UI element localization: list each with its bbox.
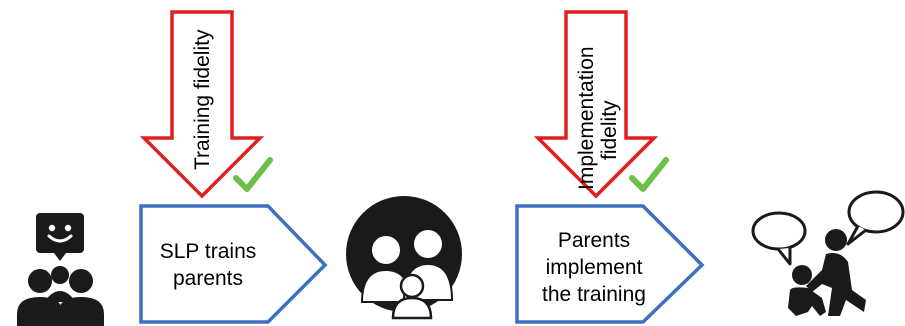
step-slp-trains-parents: SLP trains parents (139, 204, 328, 324)
step-parents-implement-training: Parents implement the training (515, 204, 705, 324)
step2-label-line3: the training (542, 283, 646, 306)
training-fidelity-label: Training fidelity (191, 29, 214, 170)
step1-label-line1: SLP trains (160, 240, 257, 263)
implementation-fidelity-label-line2: fidelity (598, 100, 621, 160)
training-fidelity-arrow: Training fidelity (139, 10, 265, 199)
implementation-fidelity-label-line1: Implementation (575, 46, 598, 190)
step2-label-line1: Parents (558, 229, 630, 252)
step2-label-line2: implement (546, 256, 643, 279)
family-parents-child-icon (346, 196, 462, 320)
slp-speaker-with-audience-icon (17, 213, 104, 326)
implementation-fidelity-arrow: Implementation fidelity (533, 10, 659, 199)
parent-child-talking-icon (751, 190, 905, 316)
green-checkmark-icon (233, 157, 273, 192)
step1-label-line2: parents (173, 267, 243, 290)
green-checkmark-icon (629, 157, 669, 192)
